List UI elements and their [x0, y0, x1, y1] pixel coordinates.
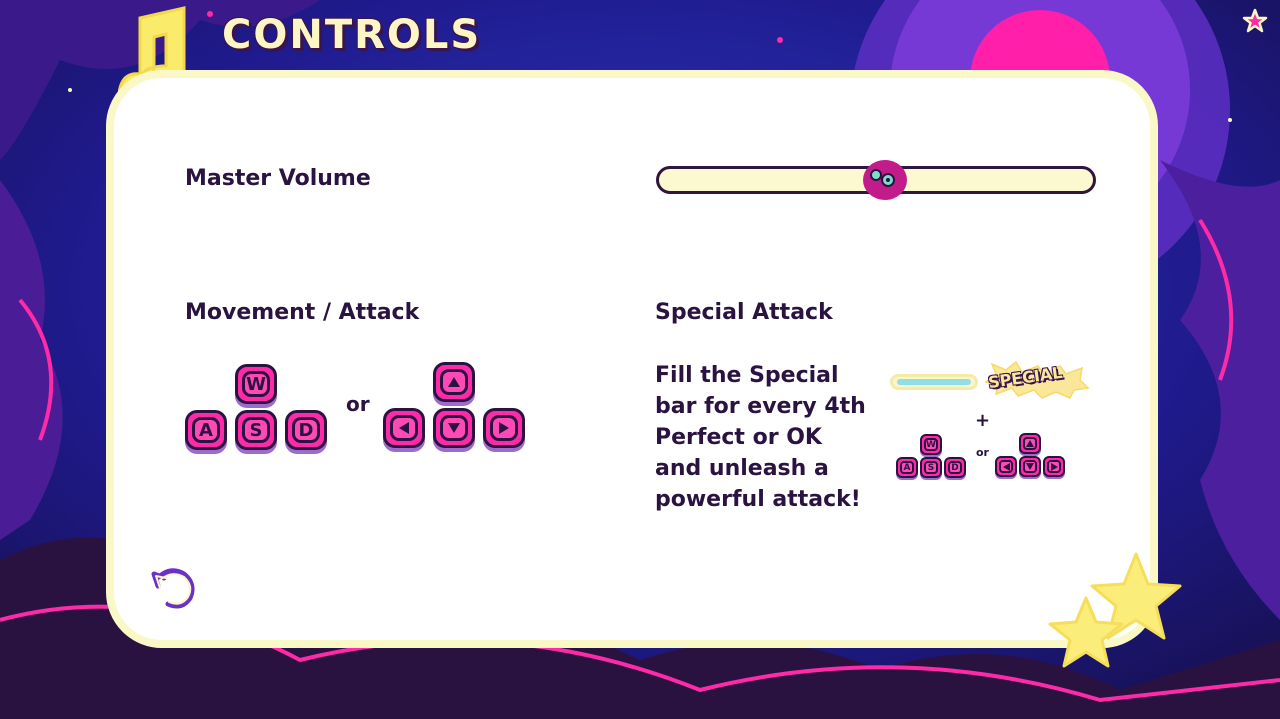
star-icon [1242, 8, 1268, 33]
arrow-up-icon [448, 377, 460, 387]
special-attack-label: Special Attack [655, 300, 833, 325]
page-title: CONTROLS [222, 12, 482, 58]
arrow-left-icon [399, 422, 409, 434]
mini-key-s: S [920, 457, 942, 478]
arrow-down-icon [448, 423, 460, 433]
mini-arrow-up-icon [1026, 440, 1034, 447]
mini-key-left [995, 456, 1017, 477]
settings-star-button[interactable] [1240, 6, 1270, 36]
mini-arrow-right-icon [1050, 462, 1058, 471]
key-left [383, 408, 425, 448]
mini-arrow-down-icon [1026, 463, 1034, 470]
controls-panel [106, 70, 1158, 648]
mini-or-text: or [976, 446, 989, 459]
key-s: S [235, 410, 277, 450]
special-attack-description: Fill the Special bar for every 4th Perfe… [655, 363, 866, 512]
special-bar [890, 374, 978, 390]
volume-slider-knob[interactable] [861, 158, 909, 202]
key-w: W [235, 364, 277, 404]
mini-key-right [1043, 456, 1065, 477]
mini-arrow-left-icon [1002, 462, 1010, 471]
mini-key-d: D [944, 457, 966, 478]
special-burst-icon [984, 360, 1090, 399]
master-volume-label: Master Volume [185, 166, 371, 191]
mini-key-w: W [920, 434, 942, 455]
key-d: D [285, 410, 327, 450]
decorative-stars [1048, 552, 1182, 668]
key-down [433, 408, 475, 448]
or-text: or [346, 392, 370, 416]
mini-key-up [1019, 433, 1041, 454]
arrow-right-icon [499, 422, 509, 434]
plus-text: + [975, 410, 991, 431]
key-a: A [185, 410, 227, 450]
key-up [433, 362, 475, 402]
mini-key-down [1019, 456, 1041, 477]
movement-attack-label: Movement / Attack [185, 300, 420, 325]
back-arrow-icon[interactable] [150, 564, 202, 616]
mini-key-a: A [896, 457, 918, 478]
key-right [483, 408, 525, 448]
